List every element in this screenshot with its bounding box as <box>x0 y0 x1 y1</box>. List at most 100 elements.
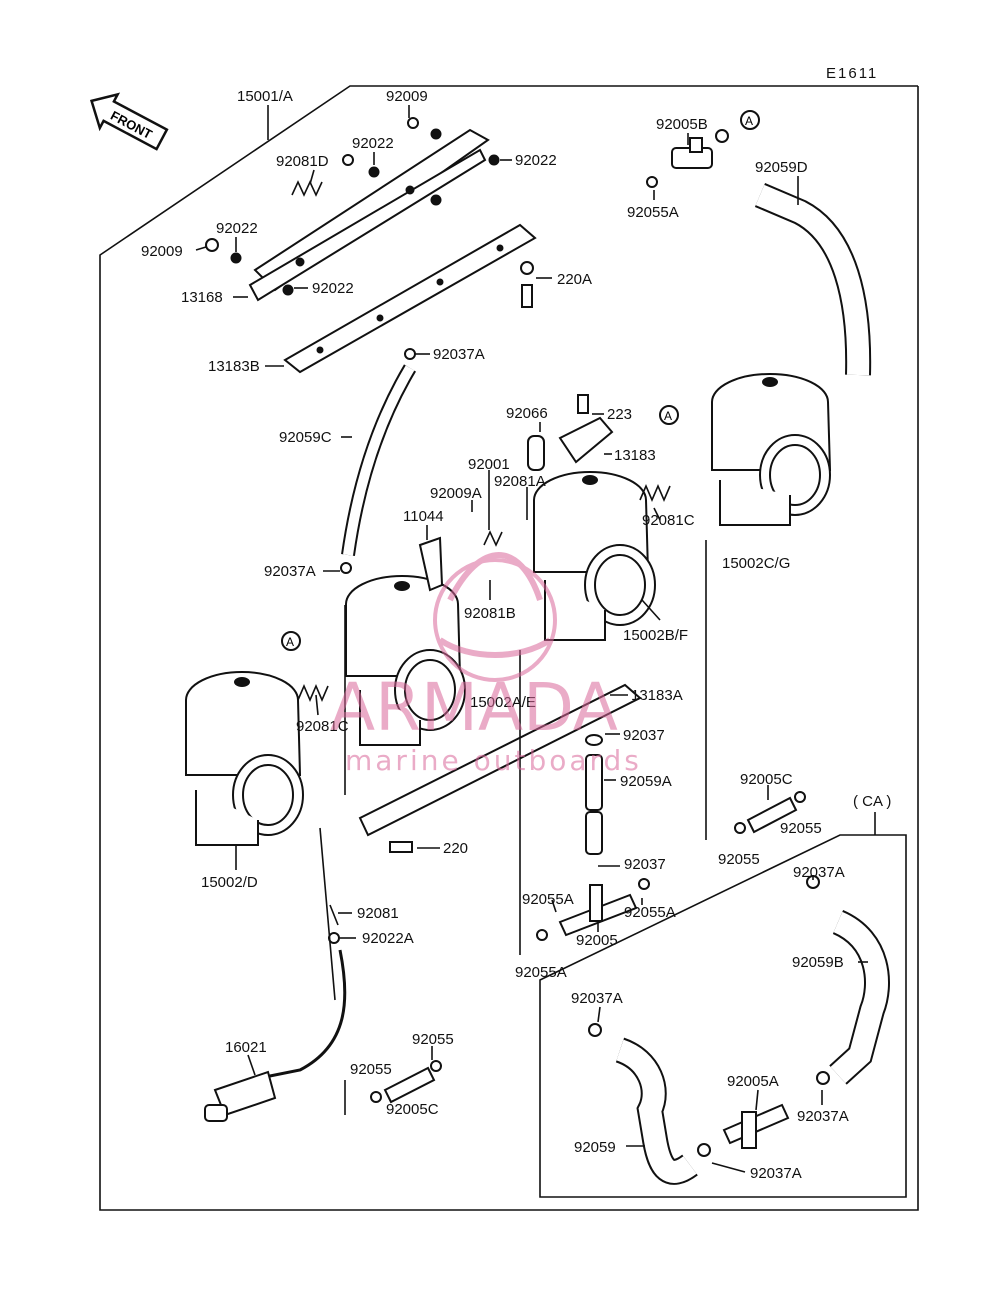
clamps-92037A <box>340 348 830 1157</box>
label-92009A: 92009A <box>430 485 482 502</box>
label-92037A: 92037A <box>571 990 623 1007</box>
linkage-plate-lower <box>283 223 537 374</box>
bracket-16021 <box>204 1070 277 1122</box>
label-15001A: 15001/A <box>237 88 293 105</box>
hose-92059B-inner <box>830 911 888 1084</box>
label-13183A: 13183A <box>631 687 683 704</box>
label-15002AE: 15002A/E <box>470 694 536 711</box>
label-92037A: 92037A <box>750 1165 802 1182</box>
label-92037A: 92037A <box>264 563 316 580</box>
label-92081: 92081 <box>357 905 399 922</box>
label-223: 223 <box>607 406 632 423</box>
spring-92081C-lower <box>297 683 329 703</box>
reference-marker-a-3: A <box>281 631 301 651</box>
label-92005B: 92005B <box>656 116 708 133</box>
carburetor-15002BF <box>533 471 656 641</box>
label-13183: 13183 <box>614 447 656 464</box>
label-92081A: 92081A <box>494 473 546 490</box>
svg-text:A: A <box>745 114 753 128</box>
watermark-tagline: marine outboards <box>345 744 642 777</box>
label-92055A: 92055A <box>624 904 676 921</box>
label-92037: 92037 <box>623 727 665 744</box>
label-92022: 92022 <box>352 135 394 152</box>
label-92055: 92055 <box>780 820 822 837</box>
label-92055A: 92055A <box>522 891 574 908</box>
spring-92081D <box>291 180 323 197</box>
svg-text:A: A <box>664 409 672 423</box>
drawing-code: E1611 <box>826 65 878 82</box>
label-92022A: 92022A <box>362 930 414 947</box>
hose-92059D-inner <box>755 184 870 376</box>
watermark-logo-icon <box>433 552 557 682</box>
label-92059: 92059 <box>574 1139 616 1156</box>
label-220A: 220A <box>557 271 592 288</box>
fitting-92005C-lower <box>370 1060 442 1104</box>
label-11044: 11044 <box>403 508 444 525</box>
label-92022: 92022 <box>216 220 258 237</box>
label-16021: 16021 <box>225 1039 267 1056</box>
label-92009: 92009 <box>386 88 428 105</box>
label-92055: 92055 <box>412 1031 454 1048</box>
label-92081C: 92081C <box>296 718 349 735</box>
label-92059C: 92059C <box>279 429 332 446</box>
label-92037A: 92037A <box>793 864 845 881</box>
label-92005C: 92005C <box>740 771 793 788</box>
screw-220 <box>389 841 413 853</box>
fastener-group-upper <box>205 117 500 296</box>
bracket-13183 <box>527 394 614 471</box>
hose-92059A <box>585 734 603 855</box>
svg-text:A: A <box>286 635 294 649</box>
linkage-bar-13183A <box>358 683 642 837</box>
tee-fitting-92005A <box>722 1103 790 1149</box>
front-arrow-icon: FRONT <box>89 92 169 151</box>
label-92005A: 92005A <box>727 1073 779 1090</box>
linkage-plate-upper <box>248 128 490 302</box>
label-92081C: 92081C <box>642 512 695 529</box>
label-92009: 92009 <box>141 243 183 260</box>
label-15002D: 15002/D <box>201 874 258 891</box>
label-92081D: 92081D <box>276 153 329 170</box>
fitting-92005C-upper <box>734 791 806 834</box>
label-13168: 13168 <box>181 289 223 306</box>
tee-fitting-92005B <box>646 129 729 188</box>
label-92005: 92005 <box>576 932 618 949</box>
carburetor-15002CG <box>711 373 832 526</box>
ca-label: ( CA ) <box>853 793 891 810</box>
label-92055: 92055 <box>718 851 760 868</box>
spring-92081A <box>483 530 503 547</box>
hose-92059C-inner <box>343 365 415 556</box>
frame-outline <box>99 85 919 1211</box>
label-92037: 92037 <box>624 856 666 873</box>
label-92055: 92055 <box>350 1061 392 1078</box>
label-92037A: 92037A <box>797 1108 849 1125</box>
label-92066: 92066 <box>506 405 548 422</box>
reference-marker-a-1: A <box>740 110 760 130</box>
watermark: ARMADA marine outboards <box>330 552 642 777</box>
label-13183B: 13183B <box>208 358 260 375</box>
label-15002CG: 15002C/G <box>722 555 790 572</box>
label-92005C: 92005C <box>386 1101 439 1118</box>
label-92022: 92022 <box>312 280 354 297</box>
label-92055A: 92055A <box>515 964 567 981</box>
watermark-brand: ARMADA <box>330 669 618 746</box>
leader-lines <box>195 105 868 1173</box>
label-15002BF: 15002B/F <box>623 627 688 644</box>
label-92055A: 92055A <box>627 204 679 221</box>
tee-fitting-92005 <box>536 878 650 941</box>
label-92059B: 92059B <box>792 954 844 971</box>
lever-11044 <box>418 536 444 592</box>
reference-marker-a-2: A <box>659 405 679 425</box>
carburetor-15002D <box>185 671 304 846</box>
label-92081B: 92081B <box>464 605 516 622</box>
label-92037A: 92037A <box>433 346 485 363</box>
label-92059A: 92059A <box>620 773 672 790</box>
ca-subframe <box>539 834 907 1198</box>
label-92022: 92022 <box>515 152 557 169</box>
screw-220A <box>520 261 534 308</box>
label-92001: 92001 <box>468 456 510 473</box>
hose-92059-inner <box>615 1039 697 1183</box>
label-92059D: 92059D <box>755 159 808 176</box>
label-220: 220 <box>443 840 468 857</box>
spring-92081C-upper <box>639 483 671 503</box>
